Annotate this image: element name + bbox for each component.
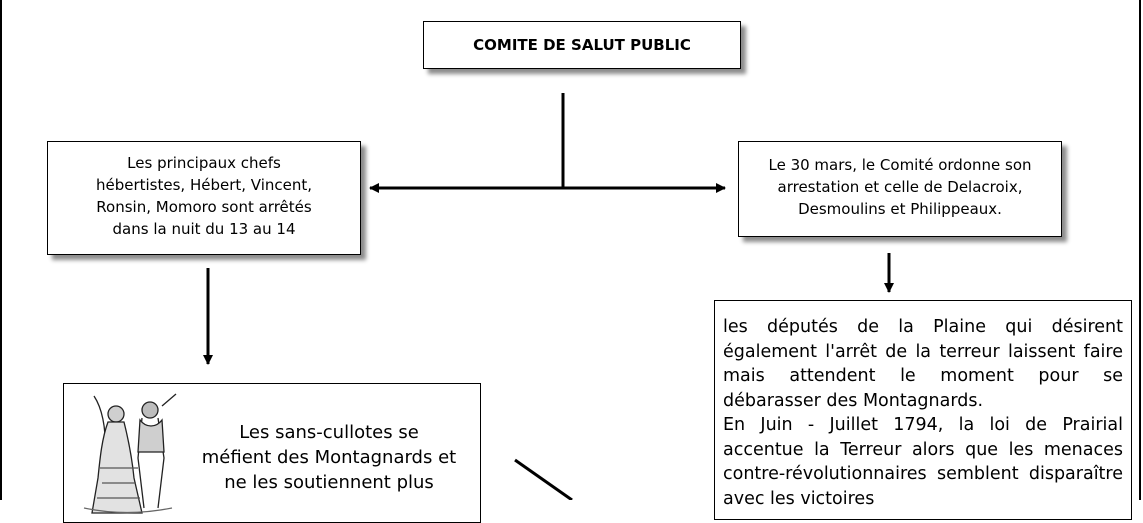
hebertistes-line-3: Ronsin, Momoro sont arrêtés (96, 198, 312, 216)
page-frame (0, 0, 1141, 500)
plaine-paragraph-2: En Juin - Juillet 1794, la loi de Prairi… (723, 415, 1123, 509)
title-text: COMITE DE SALUT PUBLIC (473, 36, 691, 54)
sans-culottes-box: Les sans-cullotes se méfient des Montagn… (63, 383, 481, 523)
comite-arrest-line-1: Le 30 mars, le Comité ordonne son (768, 156, 1032, 174)
title-box: COMITE DE SALUT PUBLIC (423, 21, 741, 69)
plaine-paragraph-1: les députés de la Plaine qui désirent ég… (723, 317, 1123, 411)
hebertistes-line-4: dans la nuit du 13 au 14 (112, 220, 296, 238)
hebertistes-box: Les principaux chefs hébertistes, Hébert… (47, 141, 361, 255)
plaine-box: les députés de la Plaine qui désirent ég… (714, 300, 1132, 520)
comite-arrest-box: Le 30 mars, le Comité ordonne son arrest… (738, 141, 1062, 237)
sans-culottes-text: Les sans-cullotes se méfient des Montagn… (184, 420, 474, 495)
diagonal-connector (514, 458, 573, 500)
sans-culottes-line-2: méfient des Montagnards et (201, 447, 457, 468)
hebertistes-line-2: hébertistes, Hébert, Vincent, (95, 176, 313, 194)
comite-arrest-line-2: arrestation et celle de Delacroix, (777, 178, 1023, 196)
comite-arrest-line-3: Desmoulins et Philippeaux. (798, 200, 1002, 218)
hebertistes-line-1: Les principaux chefs (127, 154, 281, 172)
sans-culottes-line-1: Les sans-cullotes se (239, 422, 419, 443)
sans-culottes-line-3: ne les soutiennent plus (224, 472, 434, 493)
sans-culottes-illustration-icon (83, 393, 177, 514)
connector-arrows (203, 93, 894, 500)
